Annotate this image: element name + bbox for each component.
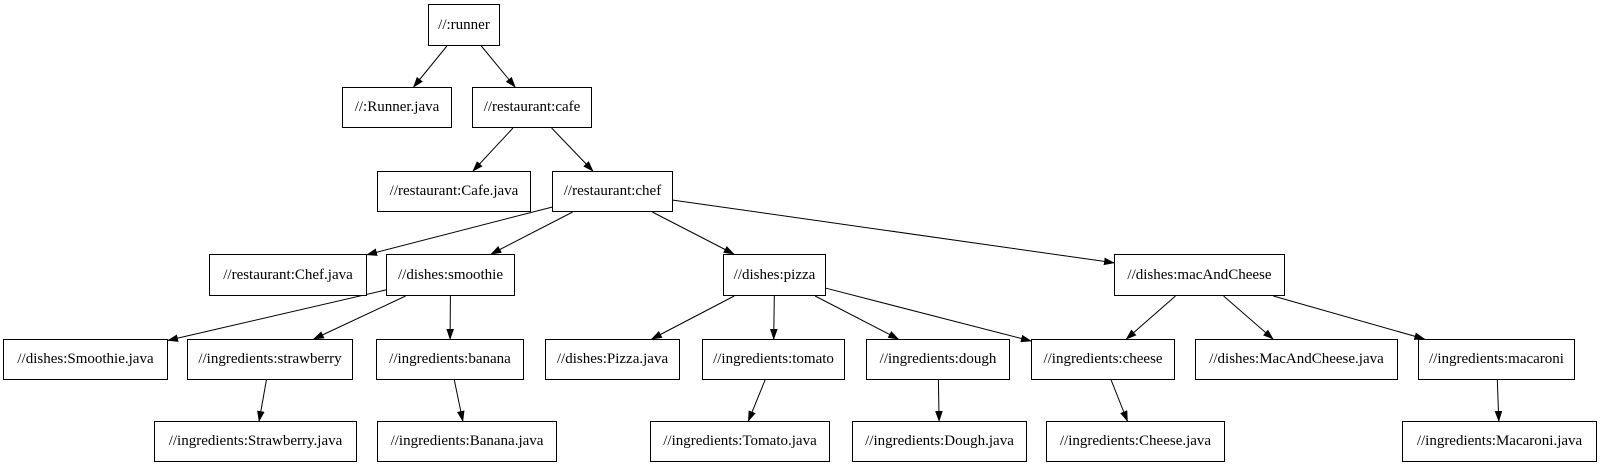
edge-lines [167, 45, 1503, 422]
graph-node-smoothie: //dishes:smoothie [386, 254, 515, 296]
edge-chef-to-smoothie [490, 211, 573, 255]
graph-node-dough_java: //ingredients:Dough.java [852, 421, 1027, 462]
graph-node-cheese_java: //ingredients:Cheese.java [1046, 421, 1225, 462]
graph-node-tomato: //ingredients:tomato [702, 339, 845, 380]
graph-node-dough: //ingredients:dough [866, 339, 1010, 380]
graph-node-chef_java: //restaurant:Chef.java [209, 254, 367, 296]
edge-pizza-to-tomato [770, 295, 778, 340]
edge-smoothie-to-strawberry [312, 295, 406, 340]
edge-chef-to-macandcheese [672, 199, 1115, 266]
graph-node-runner: //:runner [428, 4, 500, 46]
graph-node-macaroni_java: //ingredients:Macaroni.java [1402, 421, 1597, 462]
graph-node-cafe: //restaurant:cafe [472, 87, 592, 128]
edge-pizza-to-dough [814, 295, 900, 340]
edge-runner-to-runner_java [412, 45, 448, 88]
edge-smoothie-to-smoothie_java [167, 289, 387, 342]
edge-pizza-to-pizza_java [650, 295, 735, 340]
graph-node-banana: //ingredients:banana [376, 339, 524, 380]
edge-macaroni-to-macaroni_java [1494, 379, 1503, 422]
graph-node-cheese: //ingredients:cheese [1031, 339, 1175, 380]
graph-node-runner_java: //:Runner.java [342, 87, 452, 128]
edge-macandcheese-to-macaroni [1273, 295, 1426, 340]
edge-cheese-to-cheese_java [1110, 379, 1128, 422]
graph-node-macaroni: //ingredients:macaroni [1418, 339, 1575, 380]
edge-chef-to-pizza [652, 211, 735, 255]
edge-macandcheese-to-macandcheese_java [1223, 295, 1274, 340]
graph-node-banana_java: //ingredients:Banana.java [377, 421, 557, 462]
edge-pizza-to-cheese [825, 287, 1032, 343]
graph-node-smoothie_java: //dishes:Smoothie.java [3, 339, 168, 380]
edge-tomato-to-tomato_java [747, 379, 766, 422]
edge-runner-to-cafe [480, 45, 516, 88]
graph-node-strawberry_java: //ingredients:Strawberry.java [154, 421, 357, 462]
edge-chef-to-chef_java [366, 206, 553, 256]
edge-cafe-to-cafe_java [472, 127, 514, 172]
edge-cafe-to-chef [551, 127, 594, 172]
edge-dough-to-dough_java [935, 379, 943, 422]
graph-node-macandcheese_java: //dishes:MacAndCheese.java [1195, 339, 1398, 380]
edge-macandcheese-to-cheese [1125, 295, 1176, 340]
graph-node-strawberry: //ingredients:strawberry [187, 339, 353, 380]
graph-node-chef: //restaurant:chef [552, 171, 673, 212]
graph-node-macandcheese: //dishes:macAndCheese [1114, 254, 1285, 296]
graph-node-pizza: //dishes:pizza [723, 254, 826, 296]
graph-node-cafe_java: //restaurant:Cafe.java [377, 171, 531, 212]
graph-node-tomato_java: //ingredients:Tomato.java [650, 421, 830, 462]
graph-node-pizza_java: //dishes:Pizza.java [545, 339, 680, 380]
edge-strawberry-to-strawberry_java [257, 379, 267, 422]
edge-banana-to-banana_java [453, 379, 465, 422]
